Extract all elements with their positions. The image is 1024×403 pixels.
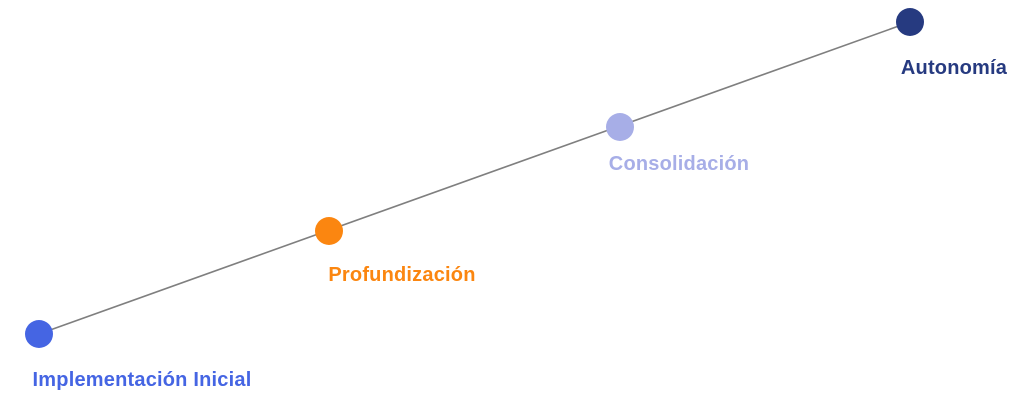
stage-label-consolidacion: Consolidación [608, 153, 750, 175]
stage-node-autonomia [896, 8, 924, 36]
stage-node-consolidacion [606, 113, 634, 141]
stage-label-autonomia: Autonomía [900, 57, 1008, 79]
progression-line [38, 21, 911, 335]
stage-node-implementacion [25, 320, 53, 348]
stage-label-implementacion: Implementación Inicial [32, 369, 252, 391]
stage-node-profundizacion [315, 217, 343, 245]
stage-label-profundizacion: Profundización [328, 264, 476, 286]
